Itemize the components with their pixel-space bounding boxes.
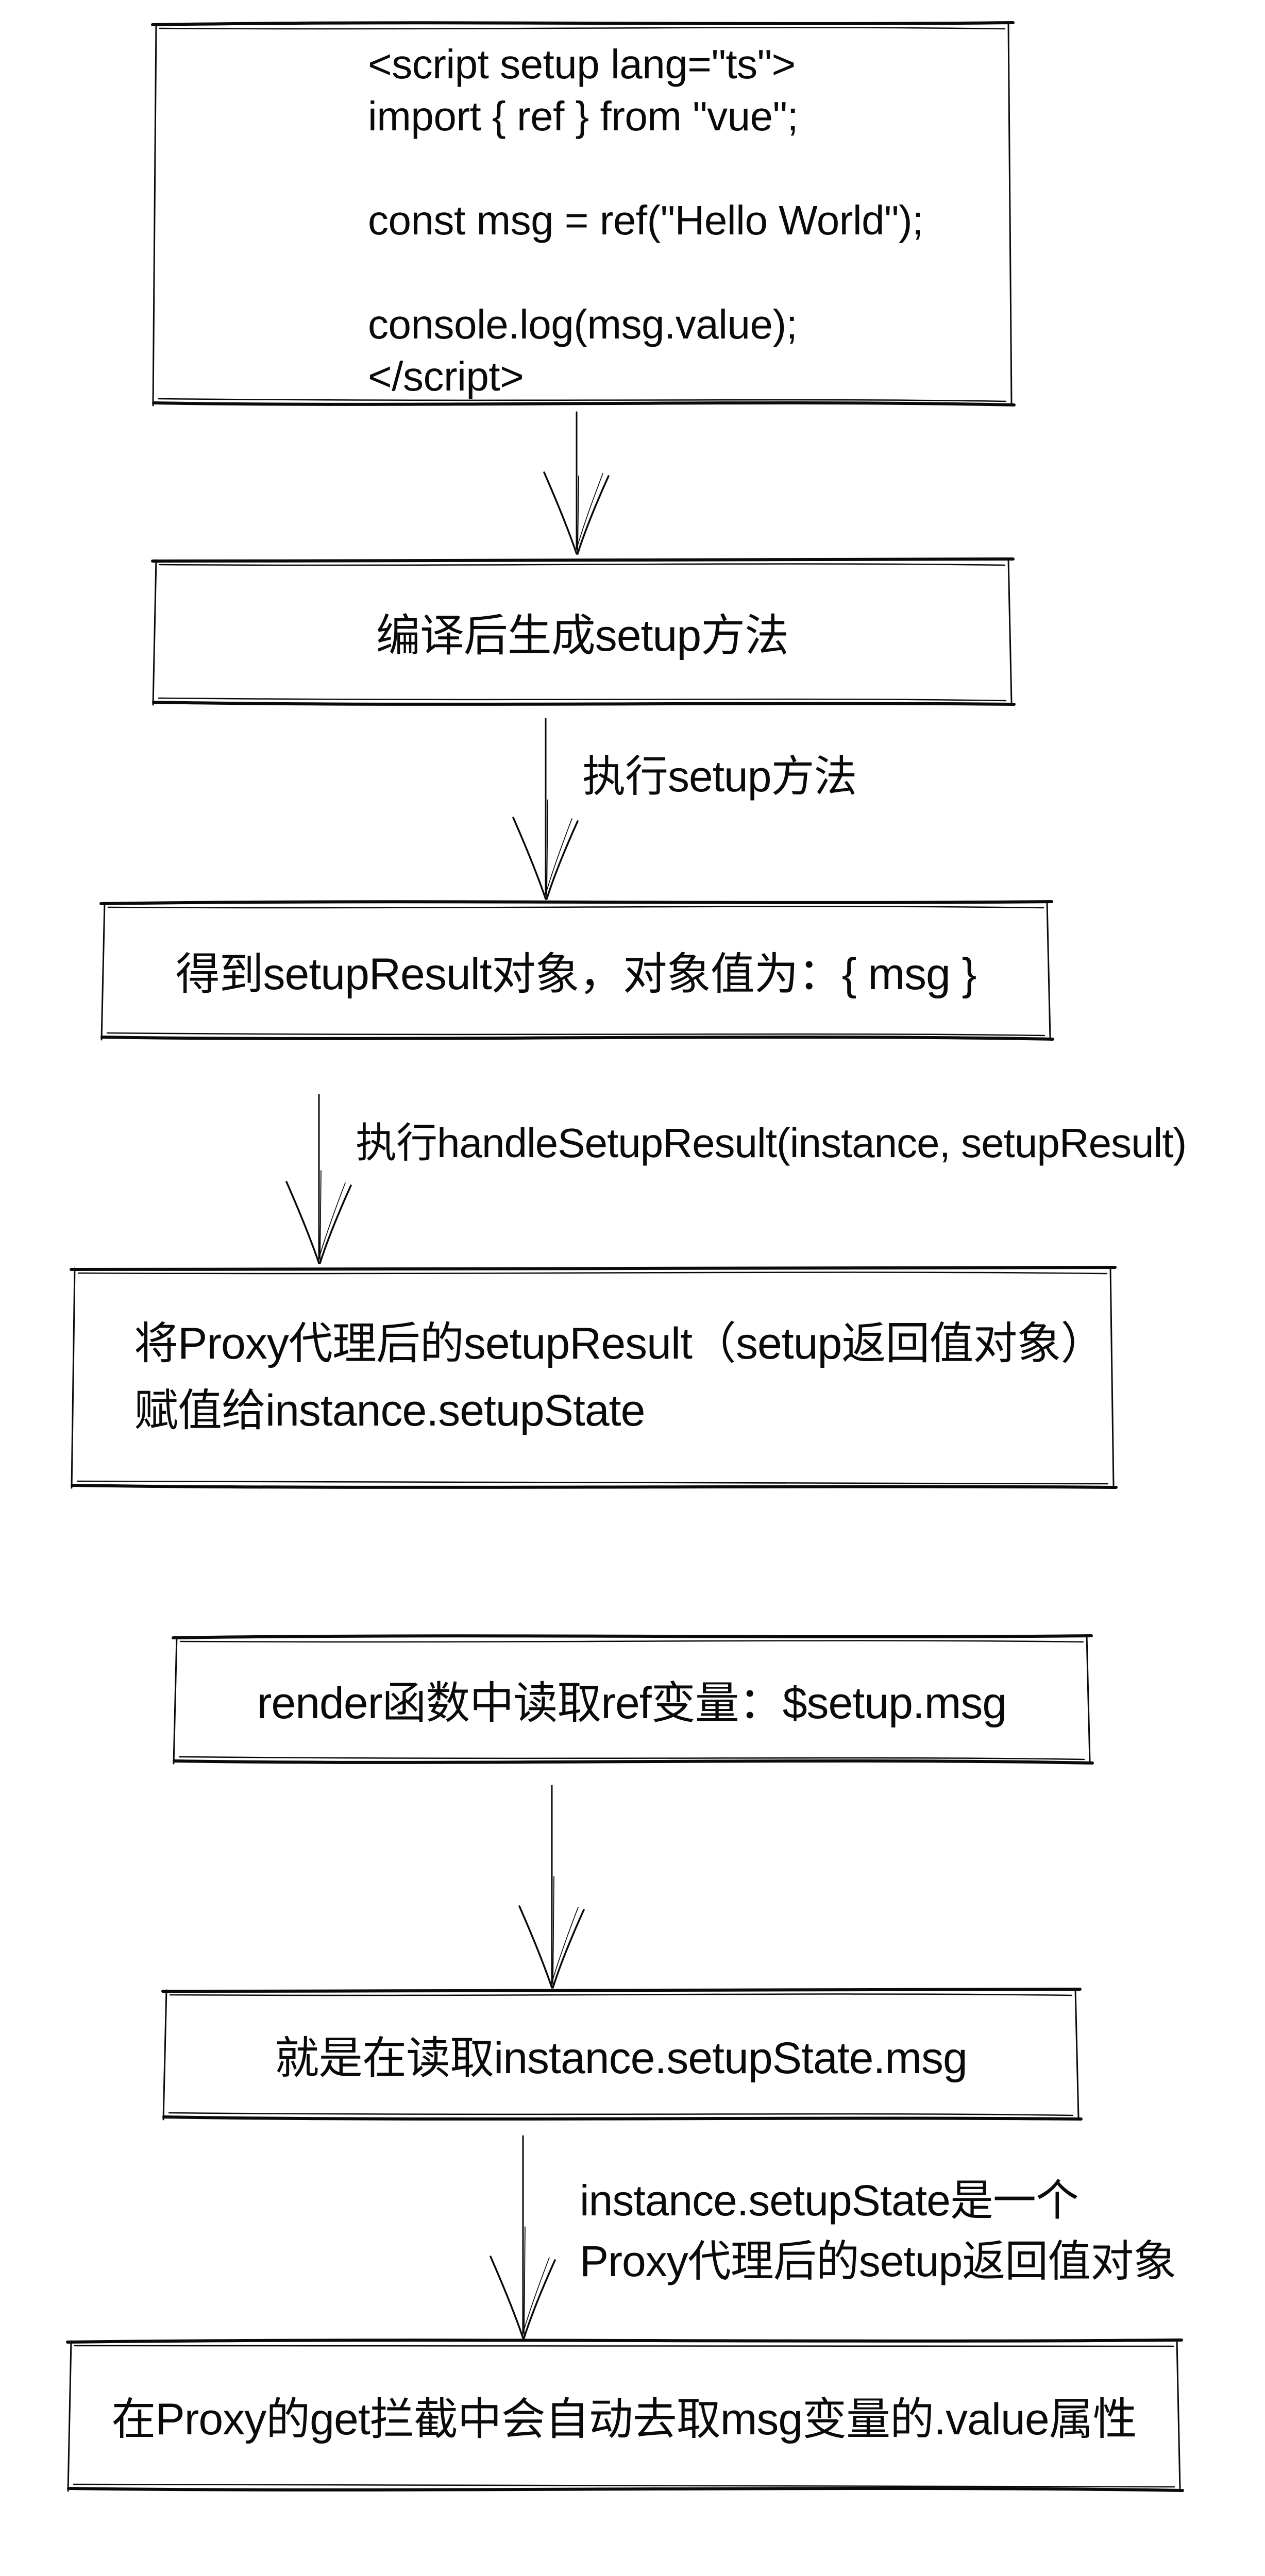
read-setupstate-box: 就是在读取instance.setupState.msg (165, 1989, 1077, 2118)
code-line: </script> (368, 353, 524, 399)
box-text: render函数中读取ref变量：$setup.msg (257, 1679, 1007, 1728)
box-text: 编译后生成setup方法 (376, 611, 789, 660)
run-setup-label: 执行setup方法 (582, 752, 857, 801)
code-line: import { ref } from "vue"; (368, 93, 799, 139)
source-code-box: <script setup lang="ts"> import { ref } … (155, 23, 1010, 404)
proxy-assign-box: 将Proxy代理后的setupResult（setup返回值对象） 赋值给ins… (73, 1267, 1112, 1486)
box-text: 将Proxy代理后的setupResult（setup返回值对象） (134, 1318, 1105, 1368)
setupstate-note-label: instance.setupState是一个 Proxy代理后的setup返回值… (580, 2170, 1176, 2292)
code-line: console.log(msg.value); (368, 301, 798, 347)
proxy-get-trap-box: 在Proxy的get拦截中会自动去取msg变量的.value属性 (70, 2340, 1178, 2489)
compile-setup-box: 编译后生成setup方法 (155, 559, 1010, 703)
box-text: 赋值给instance.setupState (134, 1385, 645, 1435)
box-text: 就是在读取instance.setupState.msg (275, 2033, 968, 2083)
code-line: const msg = ref("Hello World"); (368, 197, 923, 243)
label-line: Proxy代理后的setup返回值对象 (580, 2237, 1176, 2285)
setup-result-box: 得到setupResult对象，对象值为：{ msg } (103, 902, 1049, 1038)
render-read-box: render函数中读取ref变量：$setup.msg (175, 1636, 1088, 1762)
box-text: 得到setupResult对象，对象值为：{ msg } (175, 950, 977, 999)
label-line: instance.setupState是一个 (580, 2176, 1079, 2225)
code-line: <script setup lang="ts"> (368, 41, 796, 87)
handle-setup-result-label: 执行handleSetupResult(instance, setupResul… (356, 1120, 1187, 1166)
box-text: 在Proxy的get拦截中会自动去取msg变量的.value属性 (111, 2394, 1137, 2444)
